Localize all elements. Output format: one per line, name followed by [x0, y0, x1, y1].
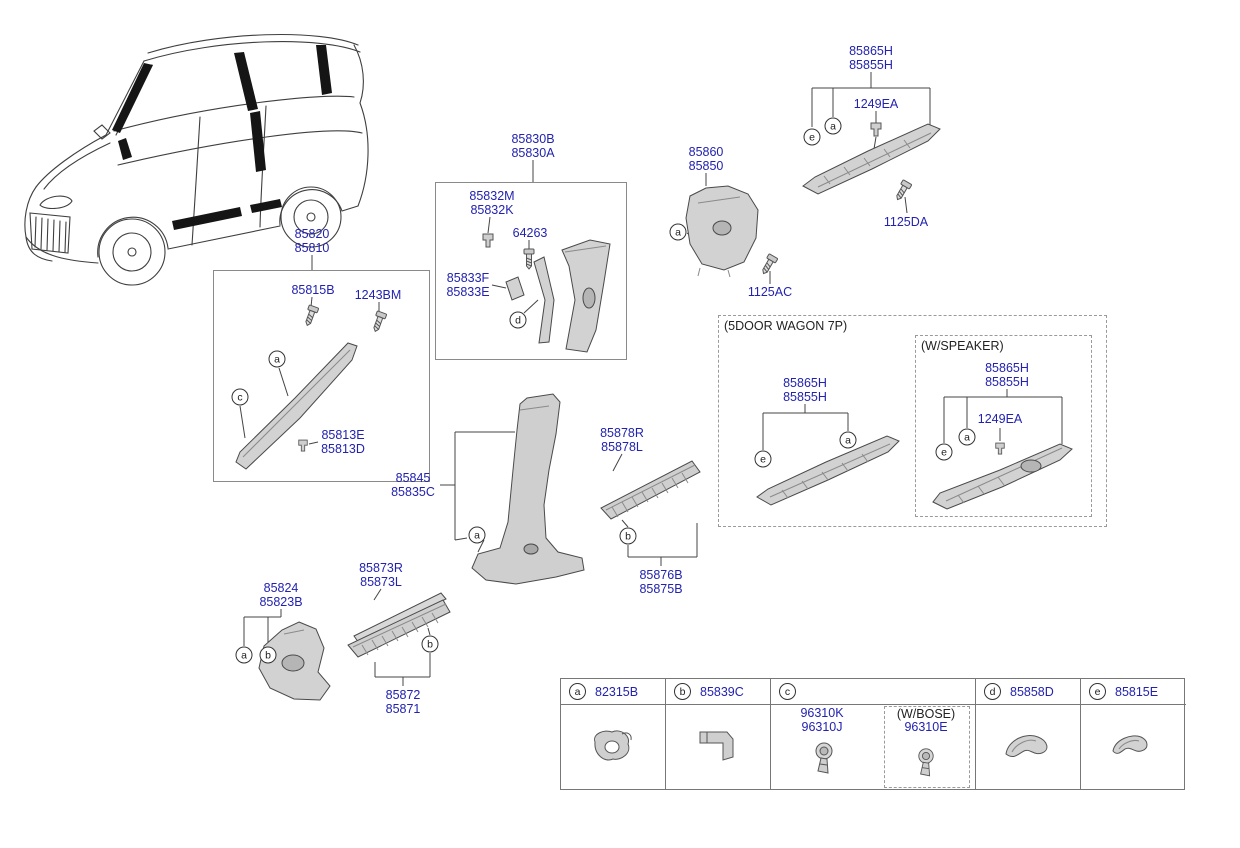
callout-b-cowl: b	[259, 646, 277, 664]
legend-header-d: d 85858D	[976, 679, 1081, 705]
legend-header-b: b 85839C	[666, 679, 771, 705]
callout-c-apillar: c	[231, 388, 249, 406]
callout-a-wagon: a	[839, 431, 857, 449]
part-label-85845-85835c[interactable]: 85845 85835C	[391, 471, 435, 499]
part-label-64263[interactable]: 64263	[512, 226, 548, 240]
legend-part-85858d[interactable]: 85858D	[1010, 684, 1054, 699]
legend-icon-cell-d	[976, 705, 1081, 789]
bose-section-title: (W/BOSE)	[896, 707, 956, 721]
callout-a-bpillar-lower: a	[468, 526, 486, 544]
wagon-section-title: (5DOOR WAGON 7P)	[724, 319, 848, 333]
part-label-85873r-85873l[interactable]: 85873R 85873L	[359, 561, 403, 589]
part-label-1249ea-speaker[interactable]: 1249EA	[977, 412, 1023, 426]
wagon-option-box	[718, 315, 1107, 527]
part-label-1249ea-top[interactable]: 1249EA	[853, 97, 899, 111]
legend-letter-a: a	[569, 683, 586, 700]
part-label-85878r-85878l[interactable]: 85878R 85878L	[600, 426, 644, 454]
legend-part-85839c[interactable]: 85839C	[700, 684, 744, 699]
legend-part-82315b[interactable]: 82315B	[595, 684, 639, 699]
legend-table: a 82315B b 85839C c d 85858D e 85815E	[560, 678, 1186, 790]
callout-b-rearscuff: b	[619, 527, 637, 545]
roof-side-trim-shape-top[interactable]	[802, 123, 941, 195]
part-label-85815b[interactable]: 85815B	[291, 283, 335, 297]
callout-a-cowl: a	[235, 646, 253, 664]
callout-e-wagon: e	[754, 450, 772, 468]
legend-letter-e: e	[1089, 683, 1106, 700]
callout-a-apillar: a	[268, 350, 286, 368]
bolt-icon	[892, 179, 913, 203]
speaker-section-title: (W/SPEAKER)	[921, 339, 1004, 353]
group-box-85830	[435, 182, 627, 360]
part-label-96310k-96310j[interactable]: 96310K 96310J	[800, 706, 844, 734]
part-label-85830b-85830a[interactable]: 85830B 85830A	[511, 132, 555, 160]
callout-d-centerpillar: d	[509, 311, 527, 329]
legend-icon-cell-e	[1081, 705, 1186, 789]
part-label-85865h-85855h-speaker[interactable]: 85865H 85855H	[985, 361, 1029, 389]
bolt-icon	[758, 253, 779, 277]
part-label-85860-85850[interactable]: 85860 85850	[688, 145, 724, 173]
callout-a-quarter: a	[669, 223, 687, 241]
highlighted-trim-areas	[112, 45, 332, 230]
legend-part-85815e[interactable]: 85815E	[1115, 684, 1159, 699]
callout-b-frontscuff: b	[421, 635, 439, 653]
speaker-option-box	[915, 335, 1092, 517]
part-label-85833f-85833e[interactable]: 85833F 85833E	[446, 271, 490, 299]
callout-a-speaker: a	[958, 428, 976, 446]
part-label-1125ac[interactable]: 1125AC	[747, 285, 793, 299]
callout-e-speaker: e	[935, 443, 953, 461]
part-label-1125da[interactable]: 1125DA	[883, 215, 929, 229]
group-box-85820	[213, 270, 430, 482]
part-label-85865h-85855h-top[interactable]: 85865H 85855H	[849, 44, 893, 72]
part-label-96310e[interactable]: 96310E	[904, 720, 948, 734]
legend-icon-cell-a	[561, 705, 666, 789]
part-label-85832m-85832k[interactable]: 85832M 85832K	[469, 189, 515, 217]
clip-icon	[870, 122, 882, 137]
callout-e-top: e	[803, 128, 821, 146]
legend-icon-cell-b	[666, 705, 771, 789]
rear-quarter-trim-shape[interactable]	[685, 185, 759, 278]
part-label-85865h-85855h-wagon[interactable]: 85865H 85855H	[783, 376, 827, 404]
legend-header-a: a 82315B	[561, 679, 666, 705]
part-label-85876b-85875b[interactable]: 85876B 85875B	[639, 568, 683, 596]
part-label-85872-85871[interactable]: 85872 85871	[385, 688, 421, 716]
legend-letter-d: d	[984, 683, 1001, 700]
legend-letter-b: b	[674, 683, 691, 700]
center-pillar-lower-trim-shape[interactable]	[471, 393, 585, 585]
rear-door-scuff-shape[interactable]	[600, 460, 701, 520]
bose-option-box	[884, 706, 970, 788]
part-label-85813e-85813d[interactable]: 85813E 85813D	[321, 428, 365, 456]
part-label-85820-85810[interactable]: 85820 85810	[294, 227, 330, 255]
vehicle-illustration	[24, 34, 369, 286]
callout-a-top: a	[824, 117, 842, 135]
part-label-85824-85823b[interactable]: 85824 85823B	[259, 581, 303, 609]
legend-icon-cell-c	[771, 705, 976, 789]
part-label-1243bm[interactable]: 1243BM	[354, 288, 402, 302]
legend-header-e: e 85815E	[1081, 679, 1186, 705]
legend-header-c: c	[771, 679, 976, 705]
legend-letter-c: c	[779, 683, 796, 700]
